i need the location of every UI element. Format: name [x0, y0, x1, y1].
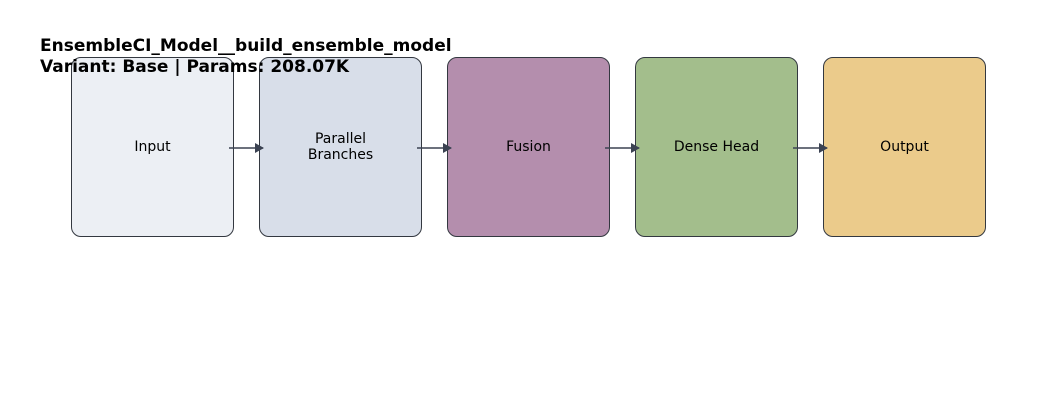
node-dense-head: Dense Head [635, 57, 798, 237]
node-label-input: Input [134, 139, 171, 155]
node-input: Input [71, 57, 234, 237]
diagram-title-block: EnsembleCI_Model__build_ensemble_model V… [40, 36, 452, 78]
node-label-fusion: Fusion [506, 139, 551, 155]
node-label-dense-head: Dense Head [673, 139, 760, 155]
diagram-title: EnsembleCI_Model__build_ensemble_model [40, 36, 452, 56]
diagram-subtitle: Variant: Base | Params: 208.07K [40, 57, 350, 77]
node-label-parallel-branches: Parallel Branches [307, 131, 374, 163]
node-output: Output [823, 57, 986, 237]
node-parallel-branches: Parallel Branches [259, 57, 422, 237]
node-fusion: Fusion [447, 57, 610, 237]
node-label-output: Output [880, 139, 929, 155]
